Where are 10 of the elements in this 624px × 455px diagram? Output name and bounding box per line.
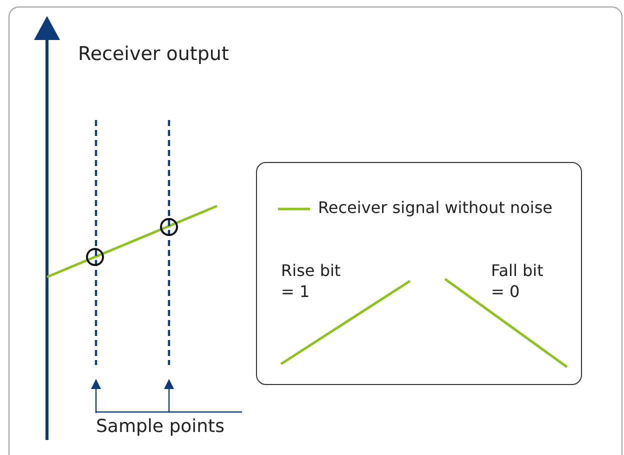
arrow bbox=[91, 379, 101, 413]
legend-panel bbox=[256, 162, 582, 385]
dashed-line bbox=[94, 120, 98, 365]
legend-label: Receiver signal without noise bbox=[318, 198, 553, 219]
rise-label: Rise bit = 1 bbox=[281, 261, 342, 303]
fall-label: Fall bit = 0 bbox=[491, 261, 544, 303]
arrow bbox=[95, 379, 174, 414]
axis-caption: Sample points bbox=[96, 415, 224, 438]
dashed-line bbox=[168, 120, 170, 365]
axis-label: Receiver output bbox=[78, 42, 229, 67]
